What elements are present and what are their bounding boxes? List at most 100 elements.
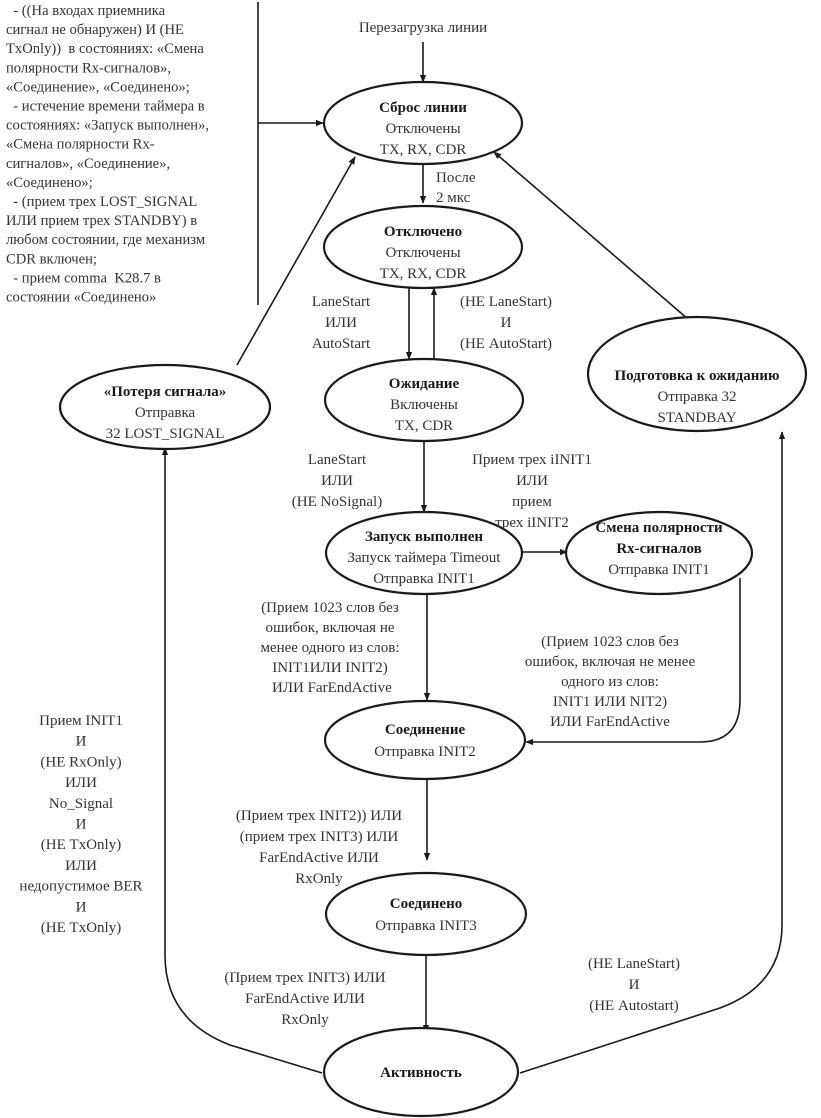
edge-label-connecting-to-connected: FarEndActive ИЛИ — [259, 850, 379, 866]
edge-label-active-to-prep: (НЕ LaneStart) — [588, 956, 680, 972]
node-detail-polarity: Отправка INIT1 — [608, 562, 710, 578]
node-title-polarity: Смена полярности — [595, 520, 723, 536]
edge-label-started-to-polarity: трех iINIT2 — [495, 515, 569, 531]
node-title-connected: Соединено — [390, 896, 462, 912]
edge-label-reset-to-disabled: После — [436, 170, 476, 186]
edges — [161, 2, 786, 1074]
edge-label-waiting-to-disabled: И — [501, 315, 512, 331]
edge-label-active-to-lost: недопустимое BER — [19, 879, 142, 895]
edge-label-disabled-to-waiting: AutoStart — [312, 336, 371, 352]
edge-label-reset-to-disabled: 2 мкс — [436, 190, 471, 206]
node-detail-prep: STANDBAY — [657, 410, 736, 426]
edge-label-active-to-lost: И — [76, 899, 87, 915]
note-line: состоянии «Соединено» — [6, 290, 156, 306]
note-line: - (прием трех LOST_SIGNAL — [6, 194, 197, 210]
edge-label-polarity-to-connecting: INIT1 ИЛИ NIT2) — [553, 694, 667, 710]
note-line: «Соединено»; — [6, 175, 93, 191]
node-title-waiting: Ожидание — [389, 376, 460, 392]
edge-label-started-to-connecting: менее одного из слов: — [260, 640, 399, 656]
node-detail-started: Запуск таймера Timeout — [348, 550, 502, 566]
node-waiting — [323, 357, 525, 443]
edge-label-active-to-prep: И — [629, 977, 640, 993]
note-line: сигнал не обнаружен) И (НЕ — [6, 22, 184, 38]
node-detail-waiting: Включены — [390, 397, 458, 413]
restart-label: Перезагрузка линии — [359, 20, 487, 36]
edge-label-active-to-lost: (НЕ RxOnly) — [40, 754, 121, 770]
edge-label-active-to-lost: (НЕ TxOnly) — [41, 920, 121, 936]
edge-label-polarity-to-connecting: одного из слов: — [561, 674, 659, 690]
node-title-disabled: Отключено — [384, 224, 462, 240]
edge-label-active-to-lost: (НЕ TxOnly) — [41, 837, 121, 853]
node-started — [324, 510, 524, 596]
edge-label-disabled-to-waiting: ИЛИ — [325, 315, 357, 331]
edge-label-started-to-polarity: ИЛИ — [516, 473, 548, 489]
node-title-prep: Подготовка к ожиданию — [615, 368, 780, 384]
note-line: - истечение времени таймера в — [6, 99, 205, 115]
edge-label-polarity-to-connecting: ошибок, включая не менее — [525, 654, 696, 670]
note-line: «Смена полярности Rx- — [6, 137, 155, 153]
node-detail-waiting: TX, CDR — [395, 418, 453, 434]
edge-label-active-to-lost: И — [76, 734, 87, 750]
node-detail-disabled: Отключены — [385, 245, 460, 261]
note-line: полярности Rx-сигналов», — [6, 60, 171, 76]
edge-label-connected-to-active: FarEndActive ИЛИ — [245, 991, 365, 1007]
node-connecting — [323, 699, 527, 781]
edge-active-to-lost — [161, 447, 323, 1074]
node-title-reset: Сброс линии — [379, 100, 467, 116]
node-disabled — [322, 204, 524, 290]
edge-label-connected-to-active: RxOnly — [281, 1012, 329, 1028]
edge-label-active-to-lost: No_Signal — [49, 796, 113, 812]
edge-label-active-to-lost: Прием INIT1 — [39, 713, 123, 729]
edge-label-connecting-to-connected: (Прием трех INIT2)) ИЛИ — [236, 808, 402, 824]
node-title2-polarity: Rx-сигналов — [616, 541, 701, 557]
node-title-lost: «Потеря сигнала» — [104, 384, 227, 400]
note-line: - ((На входах приемника — [6, 3, 166, 19]
edge-label-active-to-lost: ИЛИ — [65, 775, 97, 791]
edge-label-polarity-to-connecting: ИЛИ FarEndActive — [550, 714, 670, 730]
edge-polarity-to-connecting — [525, 578, 741, 746]
edge-label-started-to-connecting: INIT1ИЛИ INIT2) — [272, 660, 388, 676]
node-detail-lost: 32 LOST_SIGNAL — [106, 426, 225, 442]
node-active — [322, 1026, 520, 1118]
node-detail-disabled: TX, RX, CDR — [380, 266, 467, 282]
node-detail-reset: TX, RX, CDR — [380, 142, 467, 158]
note-line: сигналов», «Соединение», — [6, 156, 170, 172]
node-detail-connected: Отправка INIT3 — [375, 918, 477, 934]
edge-label-connected-to-active: (Прием трех INIT3) ИЛИ — [224, 970, 385, 986]
node-title-active: Активность — [380, 1065, 462, 1081]
node-title-started: Запуск выполнен — [365, 529, 483, 545]
node-detail-connecting: Отправка INIT2 — [374, 744, 476, 760]
edge-label-started-to-connecting: ИЛИ FarEndActive — [268, 680, 392, 696]
edge-label-started-to-polarity: прием — [512, 494, 552, 510]
edge-label-waiting-to-disabled: (НЕ AutoStart) — [460, 336, 552, 352]
note-line: любом состоянии, где механизм — [6, 232, 205, 248]
node-reset — [322, 80, 524, 166]
node-polarity — [564, 510, 754, 596]
node-lost-signal — [58, 363, 272, 451]
node-detail-prep: Отправка 32 — [657, 389, 736, 405]
edge-label-started-to-connecting: ошибок, включая не — [265, 620, 394, 636]
edge-active-to-prep — [519, 431, 786, 1074]
edge-prep-to-reset — [493, 151, 704, 333]
edge-label-started-to-polarity: Прием трех iINIT1 — [472, 452, 592, 468]
edge-label-waiting-to-started: LaneStart — [308, 452, 367, 468]
edge-label-waiting-to-started: ИЛИ — [321, 473, 353, 489]
note-line: - прием comma K28.7 в — [6, 270, 161, 286]
edge-label-active-to-lost: ИЛИ — [65, 858, 97, 874]
node-detail-reset: Отключены — [385, 121, 460, 137]
node-title-connecting: Соединение — [385, 722, 466, 738]
edge-label-connecting-to-connected: (прием трех INIT3) ИЛИ — [240, 829, 399, 845]
edge-label-started-to-connecting: (Прием 1023 слов без — [261, 600, 399, 616]
edge-label-active-to-lost: И — [76, 817, 87, 833]
note-line: состояниях: «Запуск выполнен», — [6, 118, 209, 134]
note-line: TxOnly)) в состояниях: «Смена — [6, 41, 204, 57]
node-detail-lost: Отправка — [135, 405, 196, 421]
edge-label-active-to-prep: (НЕ Autostart) — [589, 998, 679, 1014]
edge-label-connecting-to-connected: RxOnly — [295, 871, 343, 887]
edge-label-polarity-to-connecting: (Прием 1023 слов без — [541, 634, 679, 650]
note-line: CDR включен; — [6, 251, 97, 267]
node-connected — [324, 871, 528, 957]
note-line: ИЛИ прием трех STANDBY) в — [6, 213, 197, 229]
edge-label-waiting-to-started: (НЕ NoSignal) — [292, 494, 382, 510]
